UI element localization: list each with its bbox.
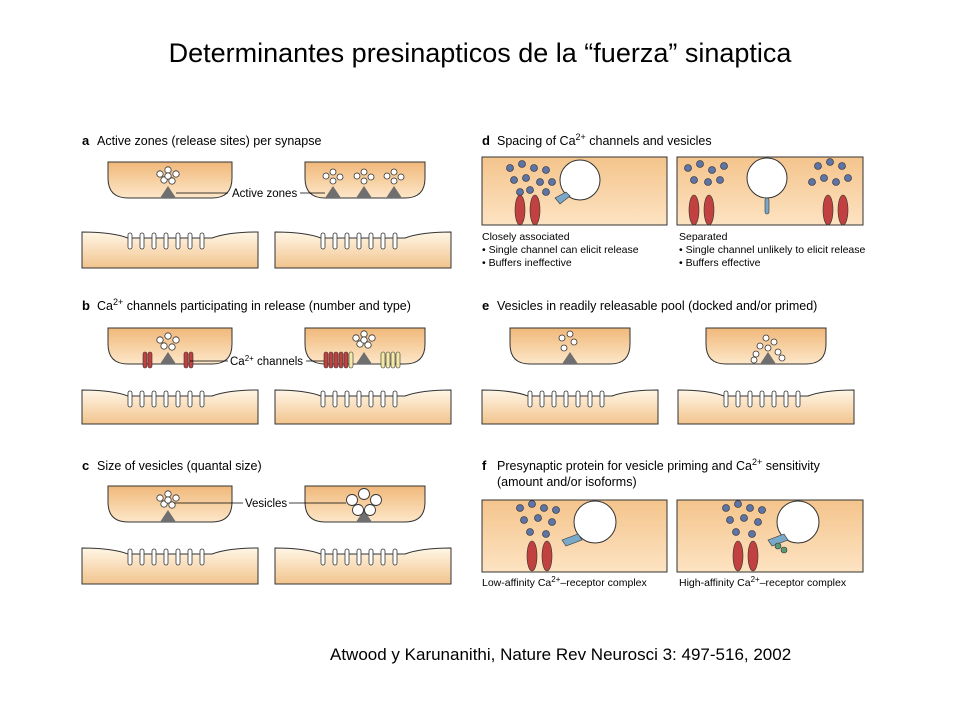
panel-a-letter: a (82, 133, 90, 148)
terminal-f-right (676, 499, 864, 573)
terminal-d-right (676, 156, 864, 226)
panel-c-letter: c (82, 458, 89, 473)
panel-f: f Presynaptic protein for vesicle primin… (481, 457, 864, 589)
panel-e-letter: e (482, 298, 489, 313)
terminal-a-left (107, 161, 233, 199)
panel-e-heading: Vesicles in readily releasable pool (doc… (497, 299, 817, 313)
panel-b-heading: Ca2+ channels participating in release (… (97, 297, 411, 313)
terminal-e-left (509, 327, 631, 365)
terminal-b-right (304, 327, 426, 369)
svg-text:• Buffers ineffective: • Buffers ineffective (482, 257, 572, 269)
panel-d-letter: d (482, 133, 490, 148)
postsynaptic-c-left (81, 547, 259, 585)
panel-c: c Size of vesicles (quantal size) Vesicl… (81, 458, 452, 585)
terminal-f-left (481, 499, 668, 573)
panel-b-letter: b (82, 298, 90, 313)
svg-text:Separated: Separated (679, 231, 728, 243)
postsynaptic-b-left (81, 389, 259, 425)
postsynaptic-b-right (274, 389, 452, 425)
panel-e: e Vesicles in readily releasable pool (d… (481, 298, 855, 425)
panel-d-heading: Spacing of Ca2+ channels and vesicles (497, 132, 712, 148)
svg-text:Closely associated: Closely associated (482, 231, 570, 243)
ca-channels-label: Ca2+ channels (230, 354, 303, 368)
svg-text:• Single channel unlikely to e: • Single channel unlikely to elicit rele… (679, 244, 866, 256)
postsynaptic-e-right (677, 389, 855, 425)
panel-f-letter: f (482, 458, 487, 473)
panel-f-right-caption: High-affinity Ca2+–receptor complex (679, 575, 847, 589)
panel-b: b Ca2+ channels participating in release… (81, 297, 452, 425)
terminal-a-right (304, 161, 426, 199)
slide-title: Determinantes presinapticos de la “fuerz… (168, 38, 792, 68)
terminal-c-left (107, 485, 233, 523)
panel-c-heading: Size of vesicles (quantal size) (97, 459, 262, 473)
terminal-c-right (304, 485, 426, 523)
svg-text:• Buffers effective: • Buffers effective (679, 257, 761, 269)
panel-f-left-caption: Low-affinity Ca2+–receptor complex (482, 575, 648, 589)
terminal-b-left (107, 327, 233, 369)
terminal-e-right (705, 327, 827, 365)
terminal-d-left (481, 156, 668, 226)
postsynaptic-a-right (274, 231, 452, 269)
panel-d: d Spacing of Ca2+ channels and vesicles (481, 132, 866, 269)
postsynaptic-c-right (274, 547, 452, 585)
active-zones-label: Active zones (232, 188, 297, 200)
panel-a-heading: Active zones (release sites) per synapse (97, 134, 321, 148)
panel-a: a Active zones (release sites) per synap… (81, 133, 452, 269)
panel-d-right-caption: Separated • Single channel unlikely to e… (679, 231, 866, 269)
citation: Atwood y Karunanithi, Nature Rev Neurosc… (330, 645, 792, 664)
panel-f-heading-line2: (amount and/or isoforms) (497, 475, 637, 489)
svg-text:• Single channel can elicit re: • Single channel can elicit release (482, 244, 639, 256)
panel-f-heading: Presynaptic protein for vesicle priming … (497, 457, 821, 473)
postsynaptic-a-left (81, 231, 259, 269)
postsynaptic-e-left (481, 389, 659, 425)
vesicles-label: Vesicles (245, 498, 287, 510)
panel-d-left-caption: Closely associated • Single channel can … (482, 231, 639, 269)
